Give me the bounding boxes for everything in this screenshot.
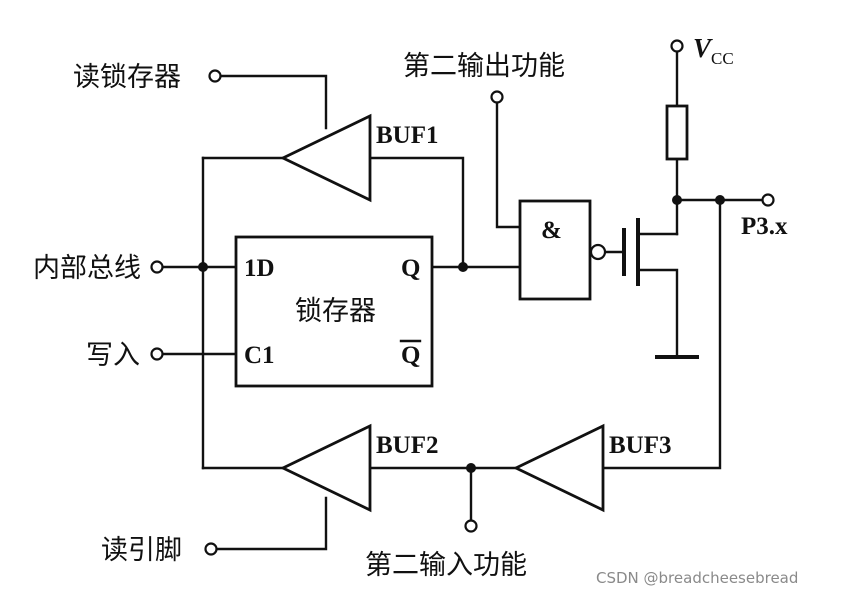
buf2-label: BUF2	[376, 432, 439, 459]
vcc-label: V	[693, 33, 713, 63]
mosfet	[622, 218, 640, 286]
buf3-label: BUF3	[609, 432, 672, 459]
internal-bus-terminal	[150, 260, 164, 274]
latch-output-qbar: Q	[401, 342, 420, 369]
bus-junction-dot	[198, 262, 208, 272]
latch-box	[234, 235, 434, 388]
read-latch-enable-wire	[220, 74, 328, 130]
pin-label: P3.x	[741, 213, 788, 240]
buf1-triangle	[279, 113, 372, 203]
pullup-resistor	[665, 104, 689, 161]
alt-input-terminal	[464, 519, 478, 533]
read-latch-terminal	[208, 69, 222, 83]
read-pin-enable-wire	[215, 496, 328, 551]
watermark: CSDN @breadcheesebread	[596, 569, 798, 587]
read-pin-label: 读引脚	[101, 535, 182, 566]
read-latch-label: 读锁存器	[73, 62, 181, 93]
latch-block: 1D C1 Q Q 锁存器	[234, 235, 434, 388]
write-terminal	[150, 347, 164, 361]
buf1-input-wire	[368, 156, 465, 269]
source-wire	[638, 268, 679, 357]
latch-input-d: 1D	[244, 255, 275, 282]
write-label: 写入	[86, 340, 140, 371]
buf3-input-wire	[601, 198, 722, 470]
buf2-triangle	[279, 423, 372, 513]
alt-input-junction-dot	[466, 463, 476, 473]
and-gate-box	[518, 199, 592, 301]
buf3-triangle	[512, 423, 605, 513]
inverter-bubble	[589, 243, 607, 261]
buf1-label: BUF1	[376, 122, 439, 149]
latch-title: 锁存器	[295, 296, 376, 327]
nand-gate: &	[518, 199, 607, 301]
vcc-subscript: CC	[711, 49, 734, 68]
read-pin-terminal	[204, 542, 218, 556]
terminals	[150, 39, 775, 556]
q-junction-dot	[458, 262, 468, 272]
pin-junction-dot	[715, 195, 725, 205]
drain-junction-dot	[672, 195, 682, 205]
alt-output-terminal	[490, 90, 504, 104]
vcc-terminal	[670, 39, 684, 53]
labels: 读锁存器 内部总线 写入 读引脚 第二输出功能 第二输入功能 V CC P3.x…	[33, 33, 798, 587]
pin-terminal	[761, 193, 775, 207]
alt-output-label: 第二输出功能	[403, 51, 565, 82]
alt-output-wire	[495, 102, 522, 229]
buffers: BUF1 BUF2 BUF3	[279, 113, 672, 513]
junctions	[198, 195, 725, 473]
latch-output-q: Q	[401, 255, 420, 282]
alt-input-label: 第二输入功能	[365, 550, 527, 581]
latch-input-c: C1	[244, 342, 275, 369]
and-symbol: &	[541, 217, 562, 244]
internal-bus-label: 内部总线	[33, 253, 141, 284]
